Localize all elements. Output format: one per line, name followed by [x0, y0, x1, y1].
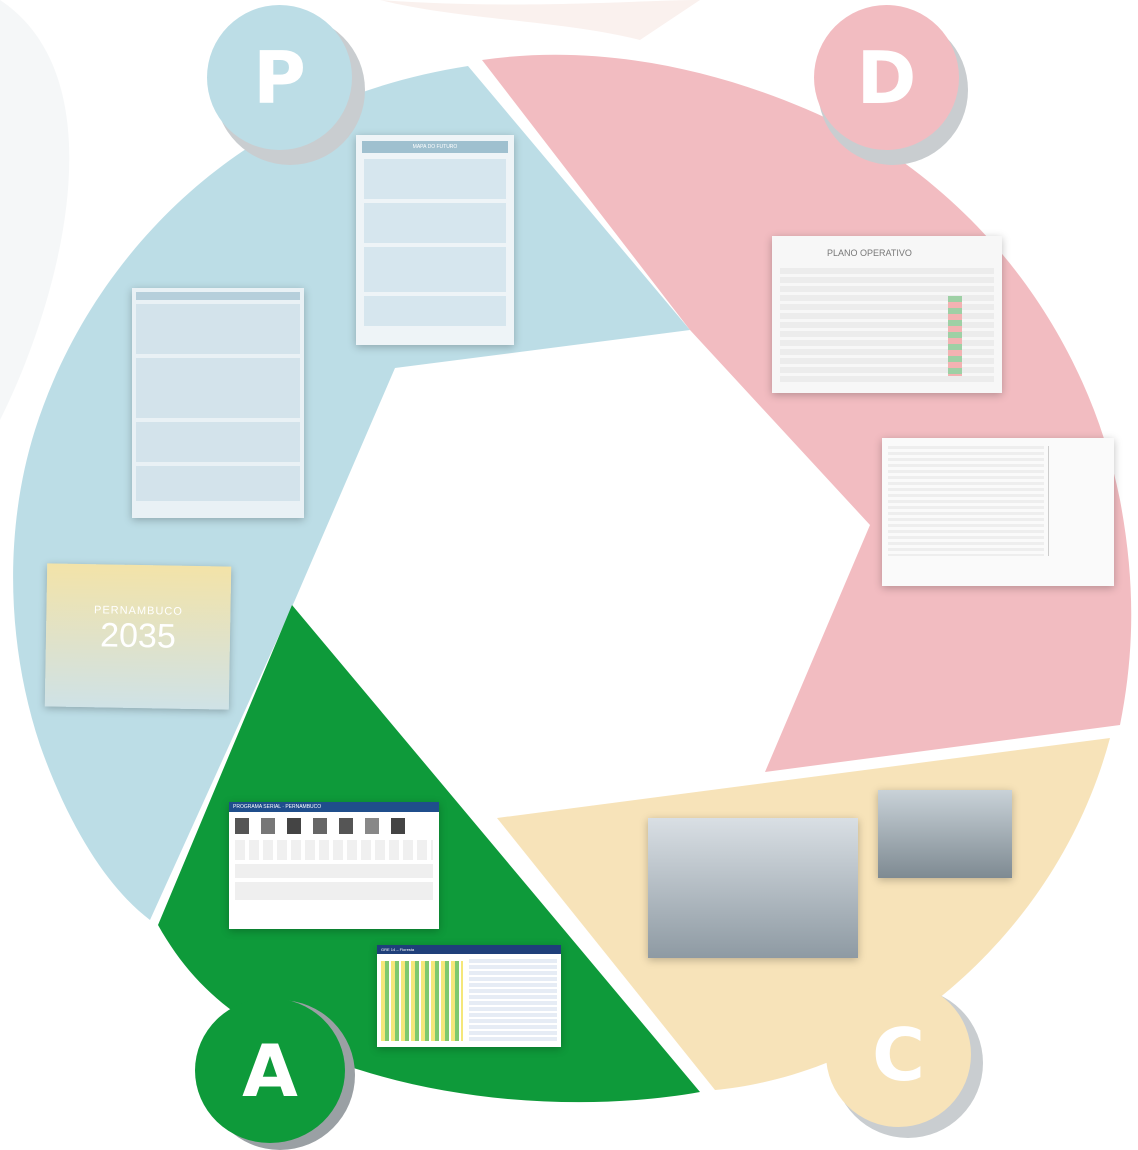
diagram-block — [136, 466, 300, 501]
mapa-do-futuro-thumbnail: MAPA DO FUTURO — [356, 135, 514, 345]
diagram-block — [364, 203, 506, 243]
monitoring-dashboard-thumbnail: PROGRAMA SERIAL · PERNAMBUCO — [229, 802, 439, 929]
phase-letter: A — [242, 1028, 298, 1113]
metric-grid — [235, 840, 433, 860]
diagram-block — [364, 247, 506, 292]
background-swoosh — [0, 0, 70, 420]
mapa-title: MAPA DO FUTURO — [362, 141, 508, 153]
diagram-block — [364, 296, 506, 326]
avatar-row — [235, 818, 433, 834]
bar-chart-area — [381, 961, 463, 1041]
diagram-block — [136, 358, 300, 418]
phase-badge-check: C — [826, 982, 971, 1127]
phase-letter: D — [856, 35, 917, 120]
phase-badge-plan: P — [207, 5, 352, 150]
phase-badge-do: D — [814, 5, 959, 150]
plano-operativo-thumbnail: PLANO OPERATIVO — [772, 236, 1002, 393]
meeting-photo-small — [878, 790, 1012, 878]
diagram-block — [136, 422, 300, 462]
dashboard-title: PROGRAMA SERIAL · PERNAMBUCO — [229, 802, 439, 812]
indicators-title: GRE 14 – Floresta — [377, 945, 561, 954]
book-year: 2035 — [99, 616, 177, 656]
phase-letter: C — [872, 1012, 925, 1097]
metric-bars — [235, 882, 433, 900]
segment-do — [482, 54, 1132, 772]
phase-badge-act: A — [195, 998, 345, 1143]
indicators-table-thumbnail: GRE 14 – Floresta — [377, 945, 561, 1047]
meeting-photo-large — [648, 818, 858, 958]
task-list — [888, 446, 1044, 556]
gantt-bars — [1048, 446, 1108, 556]
metric-bars — [235, 864, 433, 878]
strategy-map-thumbnail — [132, 288, 304, 518]
phase-letter: P — [253, 35, 306, 120]
plano-operativo-title: PLANO OPERATIVO — [827, 248, 912, 258]
diagram-block — [136, 304, 300, 354]
pernambuco-2035-book: PERNAMBUCO 2035 — [44, 563, 232, 710]
diagram-block — [364, 159, 506, 199]
status-column — [948, 296, 962, 376]
header-bar — [136, 292, 300, 300]
background-swoosh-top — [380, 0, 700, 40]
indicator-table — [469, 959, 557, 1043]
gantt-schedule-thumbnail — [882, 438, 1114, 586]
